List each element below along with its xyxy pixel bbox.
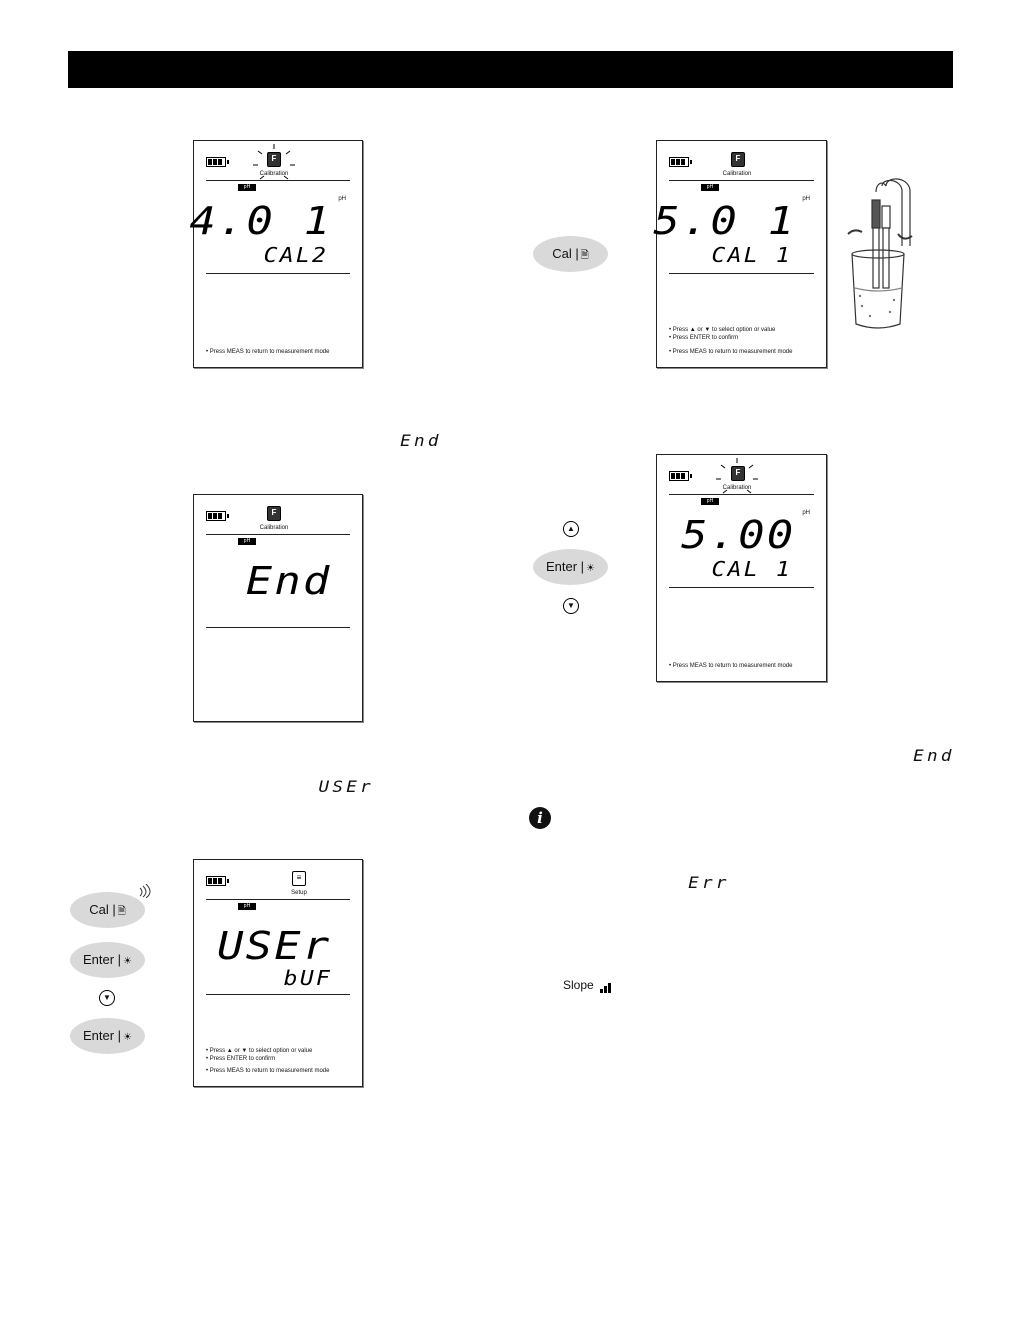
slope-label: Slope (563, 978, 594, 992)
lcd-screen-end: F Calibration pH End (193, 494, 363, 722)
enter-button-label: Enter | (545, 559, 585, 574)
mode-label: Calibration (722, 485, 752, 491)
up-arrow-button[interactable]: ▲ (563, 521, 579, 537)
unit-label: pH (338, 196, 346, 202)
slope-bars-icon (600, 979, 612, 993)
divider (206, 994, 350, 995)
slope-indicator: Slope (563, 978, 612, 993)
setup-icon: ≡ (292, 871, 306, 886)
battery-icon (669, 471, 692, 481)
main-reading: 4.0 1 (188, 199, 332, 243)
inline-end-display: End (400, 431, 442, 450)
blink-rays-icon (716, 458, 758, 494)
battery-icon (206, 157, 229, 167)
info-icon: i (529, 807, 551, 829)
mode-label: Setup (291, 890, 307, 896)
backlight-icon: ☀ (123, 1032, 133, 1043)
hint-text: • Press MEAS to return to measurement mo… (206, 1068, 330, 1074)
sub-reading: CAL 1 (711, 557, 792, 581)
unit-label: pH (802, 510, 810, 516)
document-icon: 🗎 (580, 250, 589, 261)
lcd-screen-cal1-501: F Calibration pH pH 5.0 1 CAL 1 • Press … (652, 140, 827, 368)
calibration-icon: F (267, 152, 281, 167)
sub-reading: CAL 1 (711, 243, 792, 267)
hint-text: • Press MEAS to return to measurement mo… (669, 349, 793, 355)
divider (669, 180, 814, 181)
unit-label: pH (802, 196, 810, 202)
hint-text: • Press ▲ or ▼ to select option or value (669, 327, 776, 333)
header-bar (68, 51, 953, 88)
cal-button-label: Cal | (89, 902, 116, 917)
long-press-icon (139, 884, 151, 898)
calibration-icon: F (731, 466, 745, 481)
ph-tag: pH (701, 184, 719, 191)
backlight-icon: ☀ (586, 563, 596, 574)
sub-reading: bUF (283, 966, 332, 990)
calibration-icon: F (731, 152, 745, 167)
enter-button-label: Enter | (82, 1028, 122, 1043)
document-icon: 🗎 (117, 906, 126, 917)
calibration-icon: F (267, 506, 281, 521)
ph-tag: pH (701, 498, 719, 505)
enter-button[interactable]: Enter |☀ (533, 549, 608, 585)
lcd-screen-user-buffer: ≡ Setup pH USEr bUF • Press ▲ or ▼ to se… (193, 859, 363, 1087)
cal-button[interactable]: Cal |🗎 (533, 236, 608, 272)
hint-text: • Press MEAS to return to measurement mo… (206, 349, 330, 355)
divider (206, 534, 350, 535)
lcd-screen-cal2: F Calibration pH pH 4.0 1 CAL2 • Press M… (189, 140, 363, 368)
battery-icon (206, 511, 229, 521)
enter-button-label: Enter | (82, 952, 122, 967)
inline-end-display: End (913, 746, 955, 765)
main-reading: 5.0 1 (652, 199, 796, 243)
inline-err-display: Err (688, 873, 730, 892)
divider (669, 273, 814, 274)
sub-reading: CAL2 (263, 243, 328, 267)
ph-tag: pH (238, 184, 256, 191)
divider (206, 899, 350, 900)
battery-icon (669, 157, 692, 167)
mode-label: Calibration (259, 525, 289, 531)
divider (206, 180, 350, 181)
cal-button[interactable]: Cal |🗎 (70, 892, 145, 928)
inline-user-display: USEr (318, 777, 375, 796)
divider (669, 494, 814, 495)
mode-label: Calibration (259, 171, 289, 177)
down-arrow-button[interactable]: ▼ (563, 598, 579, 614)
main-reading: USEr (217, 924, 332, 968)
ph-tag: pH (238, 538, 256, 545)
lcd-screen-cal1-500: F Calibration pH pH 5.00 CAL 1 • Press M… (656, 454, 827, 682)
hint-text: • Press MEAS to return to measurement mo… (669, 663, 793, 669)
enter-button[interactable]: Enter |☀ (70, 942, 145, 978)
divider (669, 587, 814, 588)
blink-rays-icon (253, 144, 295, 180)
main-reading: 5.00 (681, 513, 796, 557)
divider (206, 627, 350, 628)
divider (206, 273, 350, 274)
backlight-icon: ☀ (123, 956, 133, 967)
main-reading: End (246, 559, 332, 603)
electrode-beaker-illustration (847, 178, 913, 329)
ph-tag: pH (238, 903, 256, 910)
cal-button-label: Cal | (552, 246, 579, 261)
down-arrow-button[interactable]: ▼ (99, 990, 115, 1006)
mode-label: Calibration (722, 171, 752, 177)
enter-button[interactable]: Enter |☀ (70, 1018, 145, 1054)
battery-icon (206, 876, 229, 886)
hint-text: • Press ▲ or ▼ to select option or value (206, 1048, 313, 1054)
hint-text: • Press ENTER to confirm (669, 335, 739, 341)
hint-text: • Press ENTER to confirm (206, 1056, 276, 1062)
